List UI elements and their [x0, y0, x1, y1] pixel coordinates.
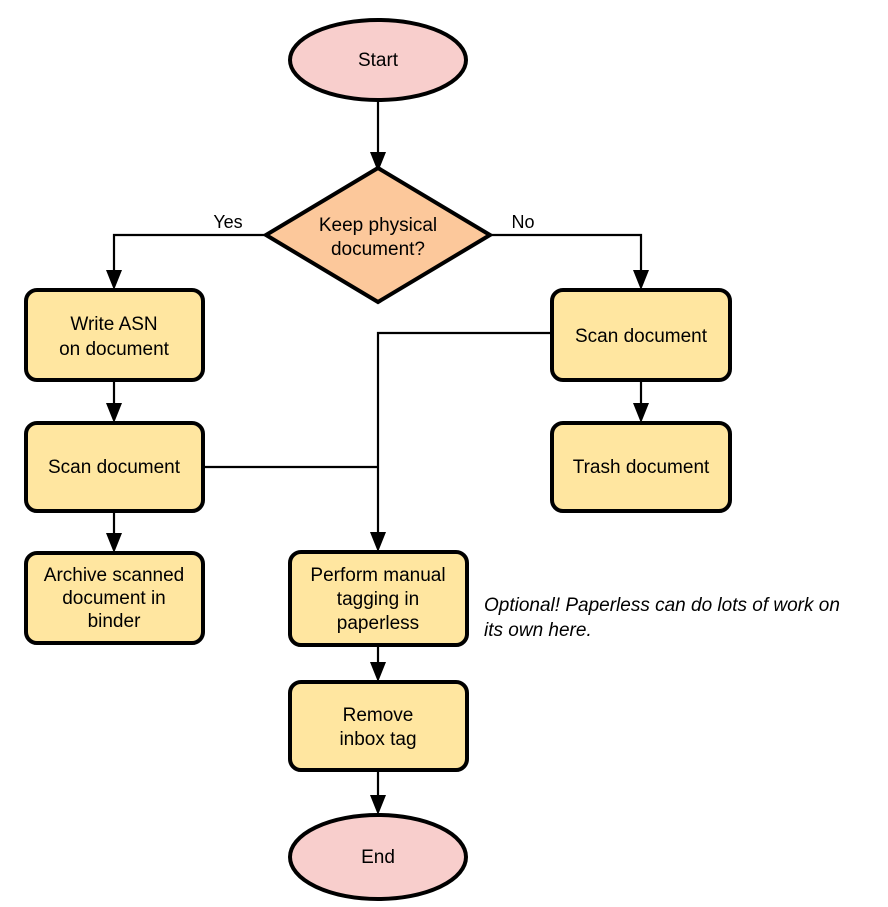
- edge-label-no: No: [511, 212, 534, 232]
- node-write-asn-label-line1: Write ASN: [70, 314, 157, 335]
- annotation-optional-note: Optional! Paperless can do lots of work …: [484, 595, 840, 641]
- edge-decision-yes-to-write-asn: [106, 233, 265, 290]
- edge-label-yes: Yes: [213, 212, 242, 232]
- node-scan-document-right[interactable]: Scan document: [550, 288, 732, 382]
- node-start-label: Start: [358, 50, 399, 71]
- edge-scan-right-to-tagging: [370, 331, 552, 552]
- node-perform-manual-tagging[interactable]: Perform manual tagging in paperless: [288, 550, 469, 647]
- node-remove-tag-label-line2: inbox tag: [339, 729, 416, 750]
- node-end-label: End: [361, 847, 395, 868]
- edge-start-to-decision: [370, 100, 386, 172]
- node-tagging-label-line2: tagging in: [337, 589, 419, 610]
- node-tagging-label-line3: paperless: [337, 613, 419, 634]
- node-remove-tag-label-line1: Remove: [343, 705, 414, 726]
- node-decision-label-line2: document?: [331, 239, 425, 260]
- node-archive-label-line1: Archive scanned: [44, 565, 184, 586]
- node-remove-inbox-tag[interactable]: Remove inbox tag: [288, 680, 469, 772]
- edge-tagging-to-remove-tag: [370, 645, 386, 682]
- node-scan-document-left-label: Scan document: [48, 457, 181, 478]
- edge-write-asn-to-scan-left: [106, 380, 122, 423]
- node-archive-label-line2: document in: [62, 588, 166, 609]
- edge-decision-no-to-scan-right: [490, 233, 649, 290]
- node-start[interactable]: Start: [288, 18, 468, 102]
- annotation-line2: its own here.: [484, 620, 592, 641]
- node-archive-scanned-document[interactable]: Archive scanned document in binder: [24, 551, 205, 645]
- node-write-asn-on-document[interactable]: Write ASN on document: [24, 288, 205, 382]
- node-write-asn-label-line2: on document: [59, 339, 170, 360]
- node-scan-document-right-label: Scan document: [575, 326, 708, 347]
- node-trash-document-label: Trash document: [573, 457, 710, 478]
- node-scan-document-left[interactable]: Scan document: [24, 421, 205, 513]
- edge-scan-left-to-archive: [106, 511, 122, 553]
- node-trash-document[interactable]: Trash document: [550, 421, 732, 513]
- edge-scan-right-to-trash: [633, 380, 649, 423]
- node-decision-label-line1: Keep physical: [319, 215, 437, 236]
- node-archive-label-line3: binder: [88, 611, 141, 632]
- node-tagging-label-line1: Perform manual: [310, 565, 445, 586]
- node-end[interactable]: End: [288, 813, 468, 901]
- edge-remove-tag-to-end: [370, 770, 386, 815]
- node-decision-keep-physical-document[interactable]: Keep physical document?: [262, 165, 494, 305]
- annotation-line1: Optional! Paperless can do lots of work …: [484, 595, 840, 616]
